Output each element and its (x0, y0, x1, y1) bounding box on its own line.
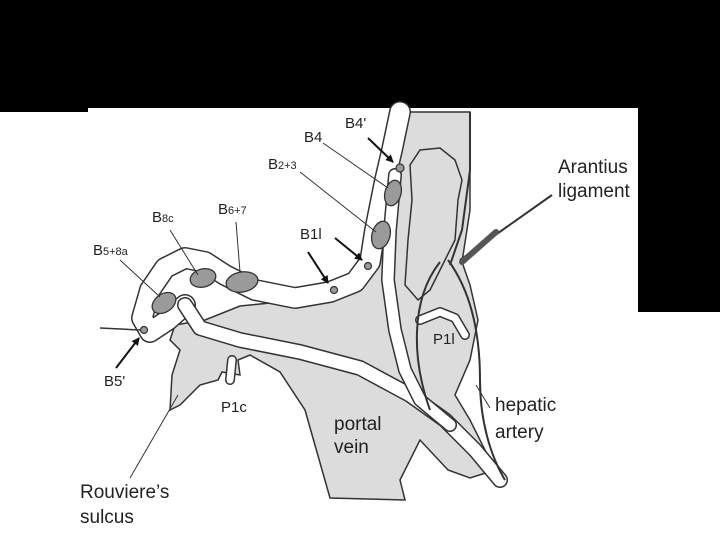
b2-3-leader (299, 171, 377, 233)
b6-7-duct-ellipse (225, 271, 259, 293)
left-lobe-upper-region (404, 147, 463, 302)
right-black-strip (638, 100, 720, 312)
label-hepatic-artery-line1: hepatic (495, 395, 557, 416)
label-b6-7-base: B (218, 201, 229, 218)
left-black-strip (0, 100, 88, 112)
label-b5-8a-base: B (93, 242, 104, 259)
hepatic-artery-line (447, 259, 506, 481)
label-b5-8a: B5+8a (93, 243, 128, 259)
b1l-arrow-lower (307, 251, 329, 284)
b4prime-dot (395, 163, 405, 173)
hepatic-artery-leader (475, 384, 491, 409)
label-rouviere-line2: sulcus (80, 507, 134, 528)
hepatic-artery-line-2 (415, 261, 441, 411)
label-b5-8a-sub: 5+8a (103, 246, 128, 258)
label-b2-3-sub: 2+3 (278, 160, 297, 172)
b4-duct-ellipse (383, 179, 403, 207)
p1l-branch-lumen (416, 308, 469, 339)
label-p1l: P1l (433, 331, 455, 348)
label-arantius-line1: Arantius (558, 157, 628, 178)
label-arantius-line2: ligament (558, 181, 630, 202)
b1l-dot-lower (329, 285, 339, 295)
b4prime-arrow (367, 137, 394, 163)
b2-3-duct-ellipse (370, 220, 392, 250)
b5prime-arrow (115, 337, 140, 369)
label-portal-vein-line1: portal (334, 414, 382, 435)
b6-7-leader (235, 221, 241, 273)
rouviere-leader (129, 394, 179, 479)
b8c-leader (169, 229, 199, 276)
b1l-arrow-upper (334, 237, 363, 261)
label-hepatic-artery-line2: artery (495, 422, 544, 443)
label-b2-3: B2+3 (268, 157, 297, 173)
label-b8c: B8c (152, 210, 174, 226)
label-b4prime: B4' (345, 115, 367, 132)
label-b1l: B1l (300, 226, 322, 243)
p1c-branch-lumen (226, 356, 236, 384)
label-b5prime: B5' (104, 373, 126, 390)
label-b4: B4 (304, 129, 323, 146)
common-duct-lumen (178, 298, 507, 487)
label-b8c-sub: 8c (162, 213, 174, 225)
rouviere-line (99, 327, 141, 331)
label-p1c: P1c (221, 399, 247, 416)
title-bar (0, 0, 720, 108)
b4-leader (322, 142, 389, 189)
label-portal-vein-line2: vein (334, 437, 369, 458)
label-b8c-base: B (152, 209, 163, 226)
b5prime-dot (139, 325, 149, 335)
b1l-dot-upper (363, 261, 373, 271)
arantius-ligament-rod (459, 229, 499, 265)
label-b2-3-base: B (268, 156, 279, 173)
label-rouviere-line1: Rouviere’s (80, 482, 170, 503)
label-b6-7-sub: 6+7 (228, 205, 247, 217)
label-b6-7: B6+7 (218, 202, 247, 218)
b5-8a-leader (119, 259, 161, 298)
hepatic-artery-upper (449, 112, 471, 266)
